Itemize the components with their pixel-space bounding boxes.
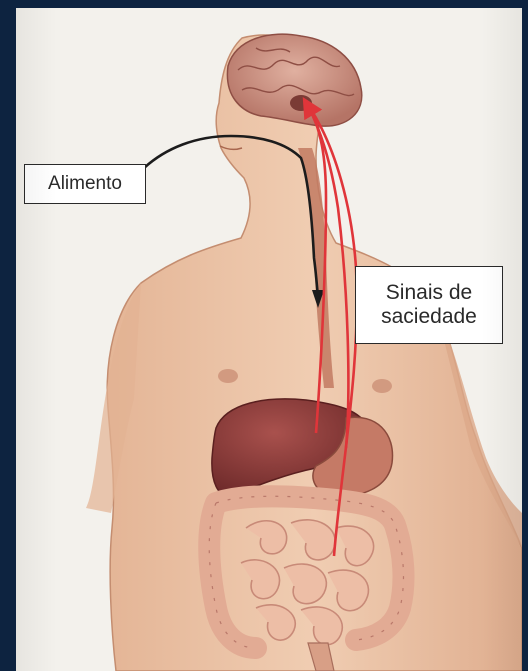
food-label: Alimento — [24, 164, 146, 204]
satiety-label-line2: saciedade — [381, 305, 477, 329]
nipple-right — [372, 379, 392, 393]
satiety-label-line1: Sinais de — [386, 281, 472, 305]
illustration-page: Alimento Sinais de saciedade — [16, 8, 522, 671]
food-label-text: Alimento — [48, 173, 122, 195]
nipple-left — [218, 369, 238, 383]
satiety-label: Sinais de saciedade — [355, 266, 503, 344]
